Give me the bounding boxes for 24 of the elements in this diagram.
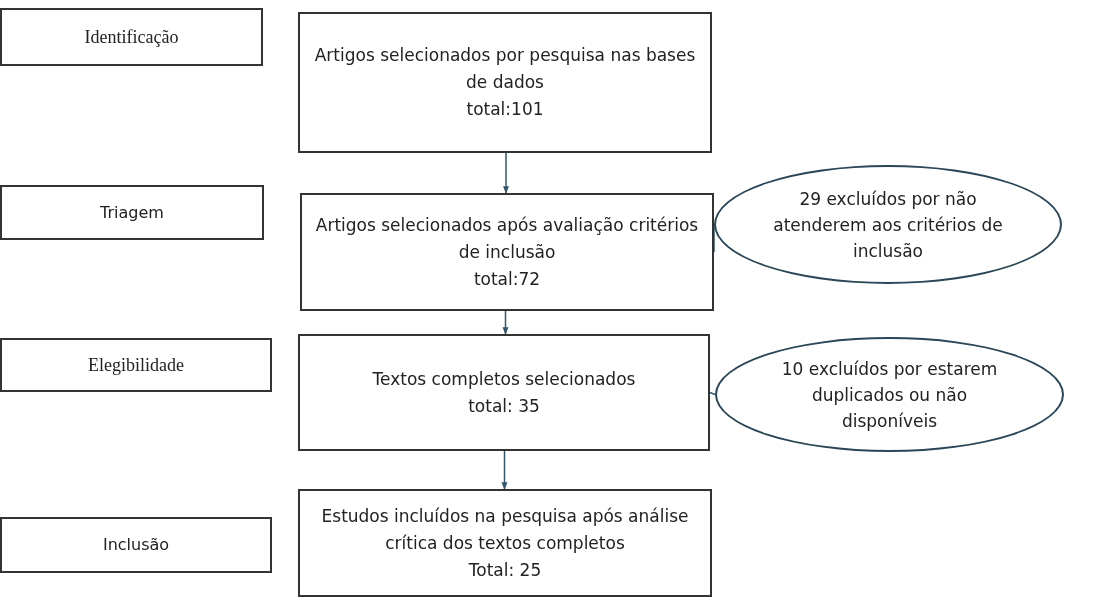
exclusion-text: 10 excluídos por estarem duplicados ou não disponíveis	[780, 357, 999, 433]
stage-box	[0, 8, 263, 66]
process-box	[300, 193, 714, 311]
process-box	[298, 489, 712, 597]
process-text: Total: 25	[468, 558, 542, 582]
stage-label: Elegibilidade	[88, 353, 184, 377]
stage-label: Inclusão	[102, 534, 170, 556]
stage-box	[0, 185, 264, 240]
process-text: total:101	[466, 98, 544, 121]
connector-line	[501, 450, 508, 490]
stage-box	[0, 517, 272, 573]
process-box	[298, 12, 712, 153]
process-text: Estudos incluídos na pesquisa após análise crítica dos textos completos	[320, 504, 690, 555]
connector-line	[503, 152, 509, 194]
connector-line	[709, 391, 716, 396]
process-text: Textos completos selecionados	[372, 367, 636, 391]
connector-line	[502, 310, 509, 335]
process-text: total:72	[473, 267, 541, 291]
process-text: total: 35	[468, 394, 540, 418]
process-box	[298, 334, 710, 451]
exclusion-text: 29 excluídos por não atenderem aos critérios de inclusão	[772, 187, 1004, 263]
stage-box	[0, 338, 272, 392]
stage-label: Identificação	[84, 25, 179, 49]
stage-label: Triagem	[100, 201, 164, 224]
